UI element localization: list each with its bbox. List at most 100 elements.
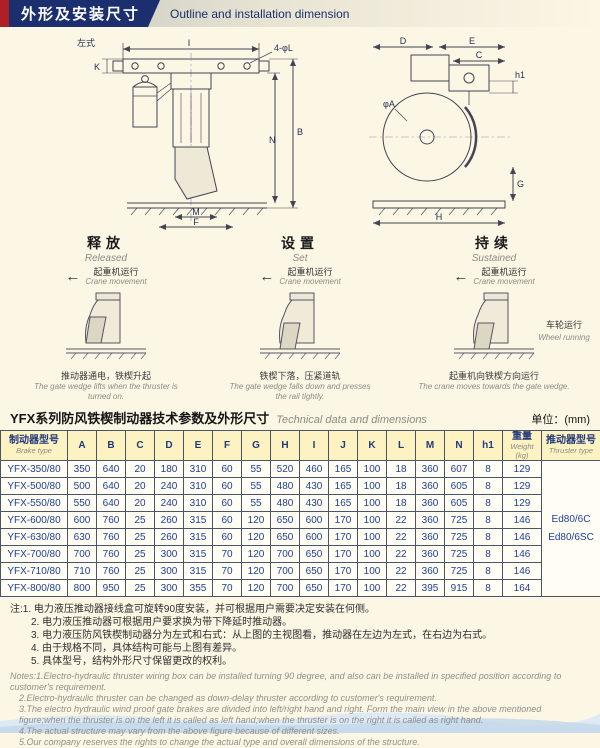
dim-value-cell: 360 <box>416 529 445 546</box>
svg-text:h1: h1 <box>515 70 525 80</box>
dim-h1: h1 <box>489 70 525 93</box>
dim-value-cell: 480 <box>271 495 300 512</box>
dim-value-cell: 310 <box>184 461 213 478</box>
dim-value-cell: 120 <box>242 512 271 529</box>
dim-value-cell: 120 <box>242 529 271 546</box>
dim-header: E <box>184 431 213 461</box>
dim-value-cell: 480 <box>271 478 300 495</box>
brake-type-cell: YFX-800/80 <box>1 580 68 597</box>
left-arrow-icon: ← <box>453 270 468 284</box>
svg-text:D: D <box>400 36 407 46</box>
dim-value-cell: 300 <box>155 546 184 563</box>
weight-cell: 129 <box>503 461 542 478</box>
weight-cell: 146 <box>503 563 542 580</box>
crane-movement-label: ← 起重机运行 Crane movement <box>410 267 578 287</box>
dim-value-cell: 725 <box>445 529 474 546</box>
dim-phi-a: φA <box>383 99 407 121</box>
brake-type-cell: YFX-700/80 <box>1 546 68 563</box>
dim-header: C <box>126 431 155 461</box>
dim-value-cell: 725 <box>445 512 474 529</box>
dim-value-cell: 640 <box>97 461 126 478</box>
dim-header: h1 <box>474 431 503 461</box>
dim-value-cell: 630 <box>68 529 97 546</box>
state-caption-en: The crane moves towards the gate wedge. <box>410 382 578 392</box>
brake-type-cell: YFX-500/80 <box>1 478 68 495</box>
dim-value-cell: 950 <box>97 580 126 597</box>
dim-value-cell: 360 <box>416 546 445 563</box>
dim-value-cell: 260 <box>155 529 184 546</box>
dim-value-cell: 915 <box>445 580 474 597</box>
weight-cell: 129 <box>503 478 542 495</box>
table-title-cn: YFX系列防风铁楔制动器技术参数及外形尺寸 <box>10 408 269 427</box>
crane-movement-label: ← 起重机运行 Crane movement <box>216 267 384 287</box>
dim-value-cell: 605 <box>445 495 474 512</box>
brake-type-cell: YFX-350/80 <box>1 461 68 478</box>
thruster-header: 推动器型号 Thruster type <box>542 431 600 461</box>
dim-value-cell: 700 <box>271 563 300 580</box>
dim-value-cell: 8 <box>474 512 503 529</box>
weight-header: 重量 Weight (kg) <box>503 431 542 461</box>
dim-value-cell: 300 <box>155 580 184 597</box>
notes-en: Notes:1.Electro-hydraulic thruster wirin… <box>10 671 590 748</box>
wedge-lowered <box>280 323 300 349</box>
dim-value-cell: 22 <box>387 546 416 563</box>
dim-value-cell: 650 <box>271 529 300 546</box>
note-line: 3.The electro hydraulic wind proof gate … <box>10 704 590 726</box>
dim-value-cell: 100 <box>358 580 387 597</box>
dim-value-cell: 100 <box>358 478 387 495</box>
dim-value-cell: 430 <box>300 495 329 512</box>
state-title-cn: 设置 <box>216 233 384 253</box>
dim-header: J <box>329 431 358 461</box>
front-view-drawing: 左式 I 4-φL K <box>71 33 333 231</box>
svg-text:M: M <box>192 207 200 217</box>
dim-value-cell: 55 <box>242 461 271 478</box>
dim-value-cell: 650 <box>271 512 300 529</box>
dim-value-cell: 760 <box>97 512 126 529</box>
dim-value-cell: 60 <box>213 495 242 512</box>
note-line: 2. 电力液压推动器可根据用户要求换为带下降延时推动器。 <box>10 616 590 629</box>
weight-cell: 146 <box>503 546 542 563</box>
dim-value-cell: 395 <box>416 580 445 597</box>
variant-label: 左式 <box>77 37 95 48</box>
dim-value-cell: 100 <box>358 529 387 546</box>
dim-value-cell: 520 <box>271 461 300 478</box>
dim-value-cell: 760 <box>97 546 126 563</box>
dim-value-cell: 20 <box>126 461 155 478</box>
set-illustration <box>254 289 346 363</box>
dim-value-cell: 300 <box>155 563 184 580</box>
note-line: 4. 由于规格不同，具体结构可能与上图有差异。 <box>10 642 590 655</box>
notes-section: 注:1. 电力液压推动器接线盒可旋转90度安装，并可根据用户需要决定安装在何侧。… <box>10 603 590 748</box>
dim-value-cell: 170 <box>329 529 358 546</box>
dim-value-cell: 60 <box>213 512 242 529</box>
brake-type-cell: YFX-630/80 <box>1 529 68 546</box>
dim-n: N <box>267 73 280 203</box>
side-view-drawing: D E C h1 φA <box>353 33 529 231</box>
note-line: 3. 电力液压防风铁楔制动器分为左式和右式：从上图的主视图看，推动器在左边为左式… <box>10 629 590 642</box>
dim-value-cell: 650 <box>300 580 329 597</box>
dim-value-cell: 700 <box>68 546 97 563</box>
dim-value-cell: 25 <box>126 563 155 580</box>
dim-header: L <box>387 431 416 461</box>
dim-value-cell: 605 <box>445 478 474 495</box>
dim-value-cell: 120 <box>242 580 271 597</box>
dim-h: H <box>373 212 505 223</box>
dim-value-cell: 8 <box>474 563 503 580</box>
dim-value-cell: 25 <box>126 529 155 546</box>
dim-value-cell: 240 <box>155 495 184 512</box>
dim-value-cell: 20 <box>126 495 155 512</box>
wedge-lowered <box>474 323 494 349</box>
state-caption-cn: 推动器通电，铁楔升起 <box>22 369 190 382</box>
weight-cell: 164 <box>503 580 542 597</box>
state-released: 释放 Released ← 起重机运行 Crane movement 推动器通电… <box>22 233 190 401</box>
brake-type-header: 制动器型号 Brake type <box>1 431 68 461</box>
dim-value-cell: 725 <box>445 546 474 563</box>
weight-cell: 129 <box>503 495 542 512</box>
state-title-en: Released <box>22 253 190 264</box>
